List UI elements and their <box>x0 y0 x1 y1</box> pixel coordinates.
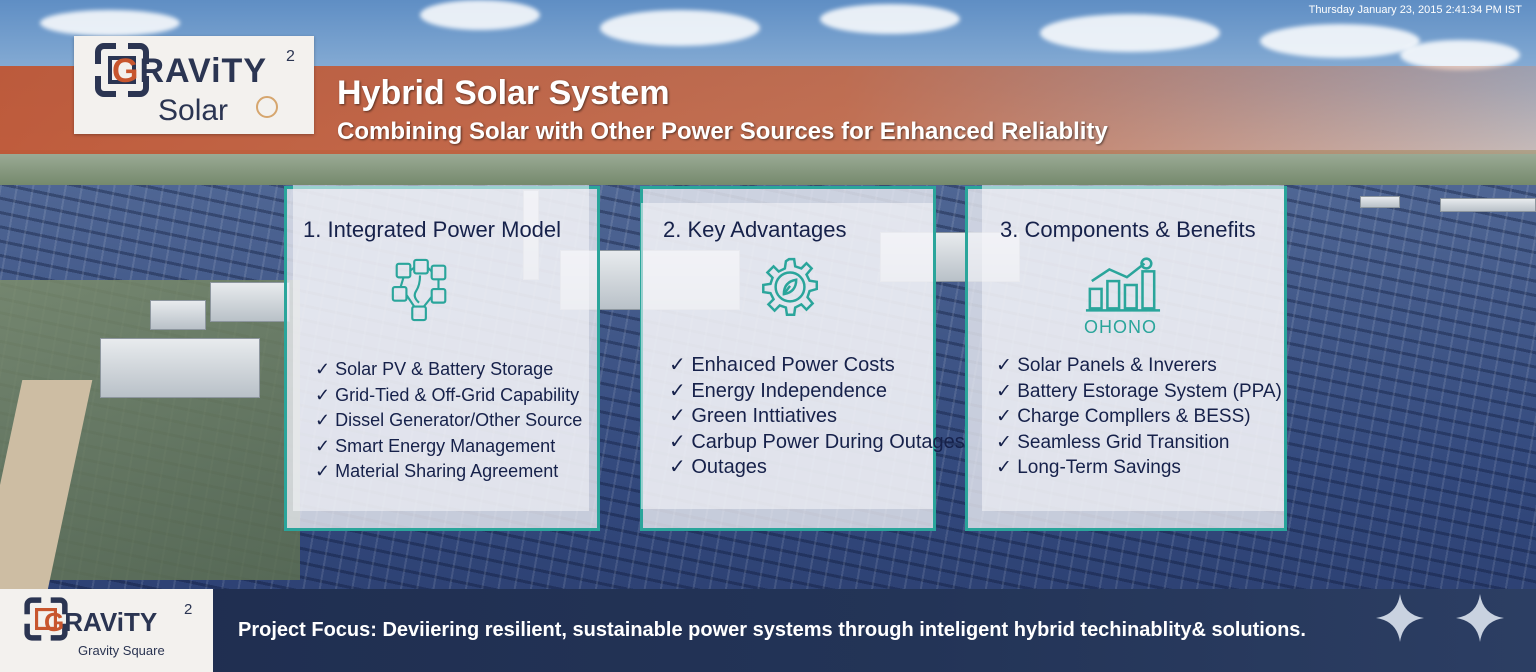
card-title: 1. Integrated Power Model <box>303 217 562 242</box>
logo-subtext: Gravity Square <box>78 643 165 658</box>
list-item: Smart Energy Management <box>315 434 582 460</box>
factory-building <box>150 300 206 330</box>
gear-leaf-icon <box>762 257 819 316</box>
card-integrated-power-model: 1. Integrated Power Model Solar PV & Bat… <box>284 185 600 531</box>
page-title: Hybrid Solar System <box>337 74 670 112</box>
list-item: Battery Estorage System (PPA) <box>996 379 1282 405</box>
cloud <box>40 10 180 36</box>
card-feature-list: Solar Panels & Inverers Battery Estorage… <box>996 353 1282 481</box>
list-item: Grid-Tied & Off-Grid Capability <box>315 383 582 409</box>
list-item: Green Inttiatives <box>669 404 965 430</box>
gravity-solar-logo: GRAViTY 2 Solar <box>74 36 314 134</box>
card-feature-list: Solar PV & Battery Storage Grid-Tied & O… <box>315 357 582 485</box>
list-item: Carbup Power During Outages <box>669 430 964 456</box>
logo-word-rest: RAViTY <box>139 52 267 90</box>
cloud <box>600 10 760 46</box>
cloud <box>1260 24 1420 58</box>
list-item: Long-Term Savings <box>996 455 1282 481</box>
bar-chart-icon <box>1085 257 1161 312</box>
card-key-advantages: 2. Key Advantages Enhaıced Power Costs E… <box>640 186 965 531</box>
list-item: Solar Panels & Inverers <box>996 353 1282 379</box>
list-item: Charge Compllers & BESS) <box>996 404 1282 430</box>
footer-bar <box>0 589 1536 672</box>
sparkle-icon <box>1456 594 1504 642</box>
cloud <box>1400 40 1520 70</box>
cloud <box>820 4 960 34</box>
cloud <box>420 0 540 30</box>
icon-caption: OHONO <box>1084 317 1158 337</box>
factory-building <box>100 338 260 398</box>
card-title: 3. Components & Benefits <box>1000 217 1256 242</box>
logo-letter-g: G <box>112 52 140 90</box>
factory-building <box>1440 198 1536 212</box>
datetime: Thursday January 23, 2015 2:41:34 PM IST <box>1308 4 1522 16</box>
gravity-square-logo: GRAViTY 2 Gravity Square <box>0 589 213 672</box>
card-title: 2. Key Advantages <box>663 217 847 242</box>
page-subtitle: Combining Solar with Other Power Sources… <box>337 118 1108 145</box>
logo-mark-icon <box>94 42 150 98</box>
logo-superscript: 2 <box>184 601 193 618</box>
list-item: Solar PV & Battery Storage <box>315 357 582 383</box>
network-flow-icon <box>391 258 447 322</box>
list-item: Outages <box>669 455 965 481</box>
card-components-benefits: 3. Components & Benefits OHONO Solar Pan… <box>965 185 1287 531</box>
logo-word-rest: RAViTY <box>64 607 158 637</box>
logo-subtext: Solar <box>158 94 229 127</box>
logo-wordmark: GRAViTY <box>112 52 267 91</box>
logo-superscript: 2 <box>286 48 295 65</box>
sparkle-icon <box>1376 594 1424 642</box>
factory-building <box>210 282 290 322</box>
project-focus-text: Project Focus: Deviiering resilient, sus… <box>238 619 1306 641</box>
logo-letter-g: G <box>44 607 65 637</box>
logo-wordmark: GRAViTY <box>44 607 157 638</box>
factory-building <box>1360 196 1400 208</box>
card-feature-list: Enhaıced Power Costs Energy Independence… <box>669 353 965 481</box>
list-item: Seamless Grid Transition <box>996 430 1282 456</box>
logo-seal-icon <box>256 96 278 118</box>
cloud <box>1040 14 1220 52</box>
list-item: Enhaıced Power Costs <box>669 353 965 379</box>
logo-mark-icon <box>24 597 68 641</box>
horizon <box>0 150 1536 190</box>
list-item: Material Sharing Agreement <box>315 459 582 485</box>
list-item: Dissel Generator/Other Source <box>315 408 582 434</box>
list-item: Energy Independence <box>669 379 965 405</box>
